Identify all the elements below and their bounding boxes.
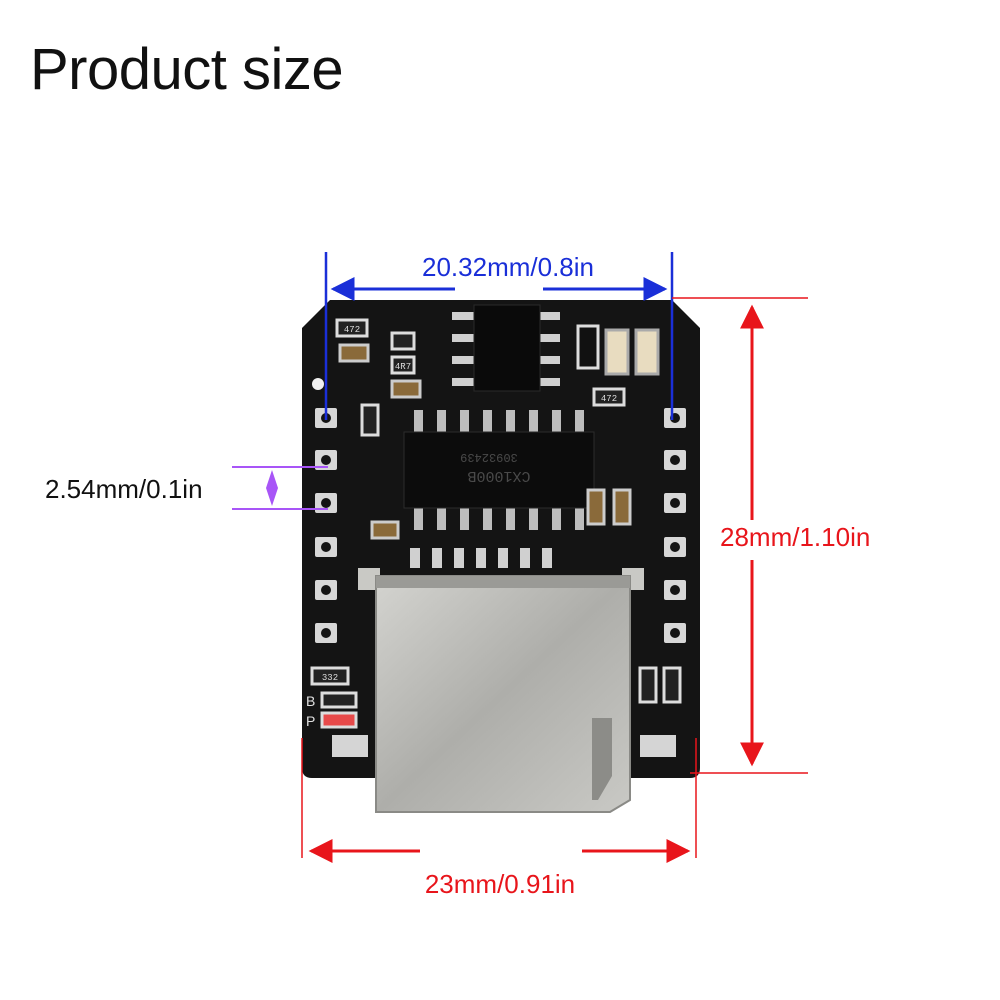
resistor-marking: 332: [322, 673, 338, 683]
width-dimension: 23mm/0.91in: [301, 738, 697, 899]
amplifier-chip: [452, 304, 560, 392]
resistor-marking: 472: [344, 325, 360, 335]
side-label-b: B: [306, 693, 315, 709]
pin-pitch-dimension: 2.54mm/0.1in: [45, 466, 328, 510]
height-label: 28mm/1.10in: [720, 522, 870, 552]
page-title: Product size: [30, 37, 344, 102]
pin-pitch-label: 2.54mm/0.1in: [45, 474, 203, 504]
chip-marking-line1: CX1000B: [467, 467, 530, 484]
main-decoder-chip: CX1000B 30932439: [403, 410, 595, 530]
pcb-board: CX1000B 30932439 472 4R7 472 332: [302, 300, 700, 813]
width-label: 23mm/0.91in: [425, 869, 575, 899]
height-dimension: 28mm/1.10in: [672, 297, 870, 774]
resistor-marking: 472: [601, 394, 617, 404]
side-label-p: P: [306, 713, 315, 729]
sd-card-slot: [358, 548, 644, 813]
smd-components: 472 4R7 472 332: [310, 318, 682, 757]
pin-span-label: 20.32mm/0.8in: [422, 252, 594, 282]
resistor-marking: 4R7: [395, 362, 411, 372]
chip-marking-line2: 30932439: [460, 450, 518, 464]
pin-span-dimension: 20.32mm/0.8in: [324, 252, 674, 420]
